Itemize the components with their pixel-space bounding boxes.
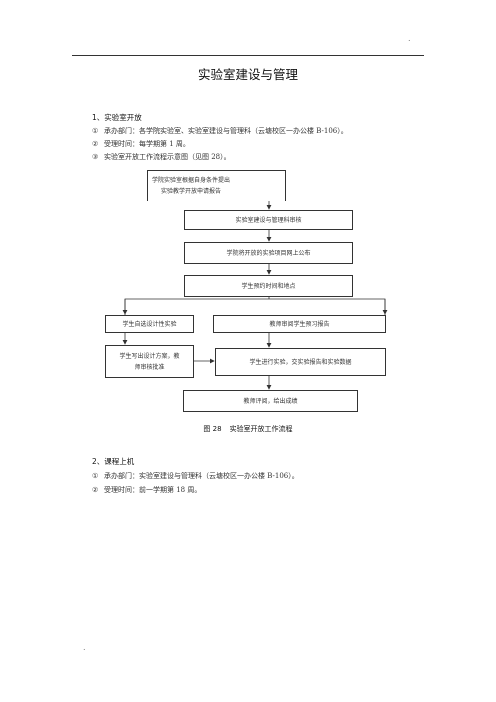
- page-title: 实验室建设与管理: [197, 67, 298, 82]
- section-1-item-1: ① 承办部门：各学院实验室、实验室建设与管理科（云塘校区一办公楼 B-106）。: [92, 126, 348, 136]
- figure-caption: 图 28 实验室开放工作流程: [0, 424, 496, 434]
- item-number: ①: [92, 472, 99, 480]
- section-1-item-2: ② 受理时间：每学期第 1 周。: [92, 139, 190, 149]
- item-number: ②: [92, 486, 99, 494]
- flow-step-design-plan: 学生写出设计方案，教 师审核批准: [105, 345, 194, 378]
- item-text: 实验室开放工作流程示意图（见图 28）。: [104, 153, 231, 161]
- flow-step-publish: 学院将开放的实验项目网上公布: [184, 242, 353, 264]
- item-text: 受理时间：每学期第 1 周。: [104, 140, 190, 148]
- flow-step-design-plan-line2: 师审核批准: [134, 363, 165, 371]
- item-text: 承办部门：实验室建设与管理科（云塘校区一办公楼 B-106）。: [104, 472, 299, 480]
- item-number: ③: [92, 153, 99, 161]
- section-2-heading: 2、课程上机: [92, 457, 135, 466]
- item-number: ②: [92, 140, 99, 148]
- flow-branch-design-experiment: 学生自选设计性实验: [105, 315, 194, 333]
- section-1-heading: 1、实验室开放: [92, 113, 142, 122]
- section-2-item-1: ① 承办部门：实验室建设与管理科（云塘校区一办公楼 B-106）。: [92, 471, 299, 481]
- flow-branch-review-prep: 教师审阅学生预习报告: [213, 315, 386, 333]
- flow-step-apply: 学院实验室根据自身条件提出 实验教学开放申请报告: [147, 170, 286, 201]
- flow-step-design-plan-line1: 学生写出设计方案，教: [119, 352, 180, 360]
- flow-step-reserve: 学生预约时间和地点: [184, 275, 353, 297]
- flow-step-apply-line1: 学院实验室根据自身条件提出: [152, 177, 231, 184]
- flow-step-conduct-experiment: 学生进行实验，交实验报告和实验数据: [215, 348, 386, 376]
- figure-number: 图 28: [203, 425, 222, 433]
- item-text: 受理时间：前一学期第 18 周。: [104, 486, 202, 494]
- flow-step-apply-line2: 实验教学开放申请报告: [161, 188, 222, 195]
- flow-step-review: 实验室建设与管理科审核: [184, 210, 353, 230]
- figure-title: 实验室开放工作流程: [229, 425, 293, 433]
- header-rule: [72, 55, 424, 56]
- section-1-item-3: ③ 实验室开放工作流程示意图（见图 28）。: [92, 152, 231, 162]
- flow-step-grading: 教师评阅，给出成绩: [183, 390, 358, 412]
- page-marker-top: .: [408, 34, 411, 43]
- branch-split-line: [124, 298, 386, 315]
- section-2-item-2: ② 受理时间：前一学期第 18 周。: [92, 485, 201, 495]
- page-marker-bottom: .: [83, 643, 86, 652]
- item-text: 承办部门：各学院实验室、实验室建设与管理科（云塘校区一办公楼 B-106）。: [104, 127, 348, 135]
- item-number: ①: [92, 127, 99, 135]
